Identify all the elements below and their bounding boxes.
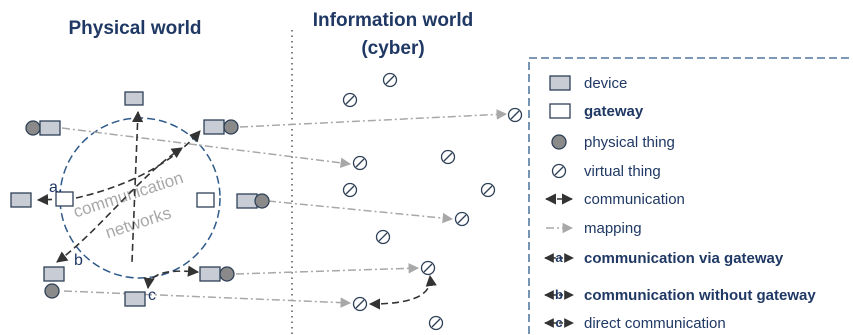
legend-device-icon — [549, 75, 571, 91]
legend-label-without-gateway: communication without gateway — [584, 287, 816, 304]
physical-thing-circle — [219, 266, 235, 282]
legend-label-communication: communication — [584, 191, 685, 208]
physical-thing-circle — [223, 119, 239, 135]
legend-gateway-icon — [549, 103, 571, 119]
mapping-line — [267, 200, 454, 224]
gateway-square — [55, 191, 74, 207]
gateway-square — [196, 192, 215, 208]
virtual-things — [342, 72, 523, 331]
device-square — [39, 120, 61, 136]
virtual-thing-circle — [440, 149, 456, 165]
mapping-line — [61, 127, 352, 169]
legend-label-physical-thing: physical thing — [584, 134, 675, 151]
virtual-thing-circle — [352, 155, 368, 171]
comm-line-virtual — [368, 274, 437, 310]
legend-virtual-thing-icon — [551, 163, 567, 179]
legend-direct-icon: c — [544, 315, 574, 330]
information-world-subheader: (cyber) — [361, 38, 424, 59]
legend-label-virtual-thing: virtual thing — [584, 163, 661, 180]
virtual-thing-circle — [454, 211, 470, 227]
physical-objects — [10, 91, 270, 307]
legend-label-direct: direct communication — [584, 315, 726, 332]
device-square — [236, 193, 258, 209]
physical-thing-circle — [254, 193, 270, 209]
physical-thing-circle — [44, 283, 60, 299]
virtual-thing-circle — [480, 182, 496, 198]
legend-label-mapping: mapping — [584, 220, 642, 237]
virtual-thing-circle — [428, 315, 444, 331]
device-square — [124, 291, 146, 307]
edge-label-b: b — [74, 252, 83, 269]
legend-tag-a: a — [555, 250, 563, 265]
virtual-thing-circle — [342, 182, 358, 198]
virtual-thing-circle — [342, 92, 358, 108]
legend: a b c device gateway physical thing virt… — [544, 75, 816, 332]
device-square — [199, 266, 221, 282]
legend-label-gateway: gateway — [584, 103, 644, 120]
device-square — [43, 266, 65, 282]
edge-label-a: a. — [49, 179, 62, 196]
virtual-thing-circle — [420, 260, 436, 276]
information-world-header: Information world — [313, 10, 473, 31]
legend-tag-b: b — [555, 287, 563, 302]
legend-tag-c: c — [555, 315, 562, 330]
device-square — [124, 91, 144, 106]
device-square — [10, 192, 32, 208]
comm-line-c — [143, 265, 200, 290]
edge-label-c: c — [148, 287, 156, 304]
virtual-thing-circle — [382, 72, 398, 88]
mapping-lines — [61, 109, 508, 308]
legend-label-via-gateway: communication via gateway — [584, 250, 784, 267]
virtual-thing-circle — [507, 107, 523, 123]
legend-via-gateway-icon: a — [544, 250, 574, 265]
legend-physical-thing-icon — [551, 134, 567, 150]
mapping-line — [63, 290, 352, 308]
mapping-line — [239, 109, 508, 128]
physical-thing-circle — [25, 120, 41, 136]
mapping-line — [235, 263, 420, 275]
communication-lines — [36, 110, 437, 310]
device-square — [203, 119, 225, 135]
legend-without-gateway-icon: b — [544, 287, 574, 302]
virtual-thing-circle — [352, 296, 368, 312]
virtual-thing-circle — [375, 229, 391, 245]
physical-world-header: Physical world — [68, 18, 201, 39]
legend-label-device: device — [584, 75, 627, 92]
legend-box — [528, 57, 853, 335]
